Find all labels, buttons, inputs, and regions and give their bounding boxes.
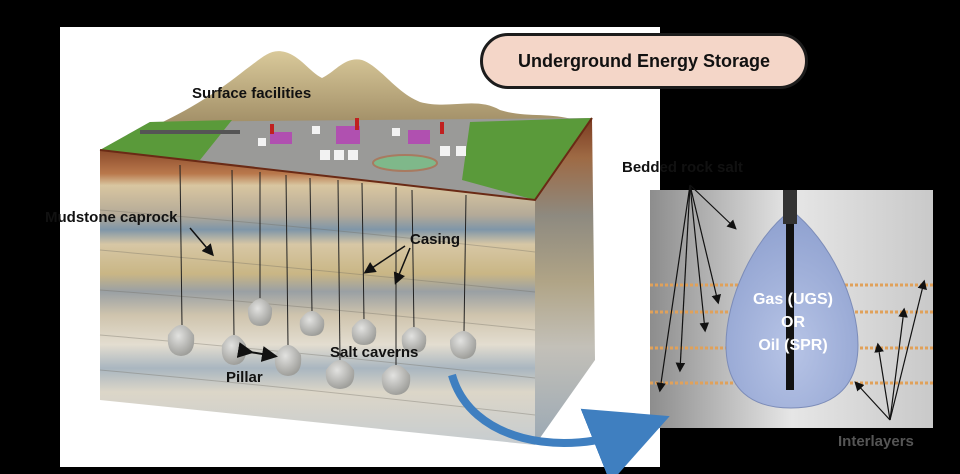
label-bedded-rock-salt: Bedded rock salt bbox=[622, 159, 743, 176]
label-mudstone-caprock: Mudstone caprock bbox=[45, 209, 178, 226]
side-strata-face bbox=[535, 118, 595, 445]
label-interlayers: Interlayers bbox=[838, 433, 914, 450]
salt-caverns-group bbox=[167, 299, 477, 395]
pillar-arrow bbox=[236, 342, 278, 362]
label-pillar: Pillar bbox=[226, 369, 263, 386]
cavern-contents-text: Gas (UGS) OR Oil (SPR) bbox=[728, 288, 858, 357]
front-strata-face bbox=[100, 150, 535, 445]
label-surface-facilities: Surface facilities bbox=[192, 85, 312, 102]
well-casings bbox=[179, 164, 467, 365]
surface-facility-buildings bbox=[140, 118, 466, 160]
label-casing: Casing bbox=[410, 231, 461, 248]
cavern-line-gas: Gas (UGS) bbox=[752, 291, 833, 308]
well-pipe bbox=[786, 190, 794, 390]
zoom-arrow bbox=[448, 373, 670, 474]
surface-pond bbox=[372, 154, 438, 172]
bedded-salt-arrows bbox=[656, 184, 737, 393]
title-badge: Underground Energy Storage bbox=[480, 33, 808, 89]
cavern-line-oil: Oil (SPR) bbox=[758, 337, 828, 354]
diagram-title: Underground Energy Storage bbox=[517, 50, 771, 71]
cavern-line-or: OR bbox=[781, 314, 805, 331]
interlayer-arrows bbox=[854, 279, 927, 421]
label-salt-caverns: Salt caverns bbox=[330, 344, 419, 361]
